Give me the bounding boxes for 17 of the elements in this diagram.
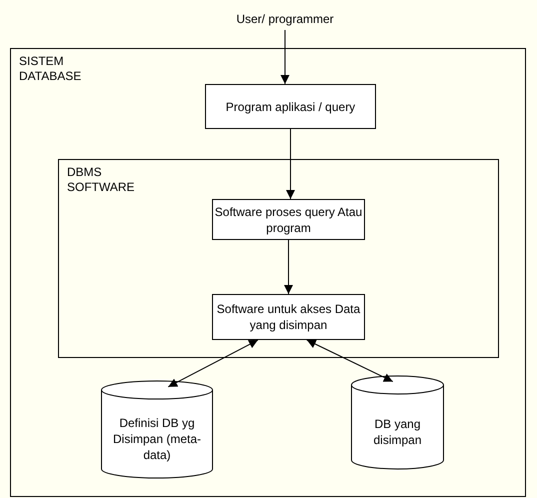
arrow xyxy=(306,340,394,382)
arrow xyxy=(286,128,295,200)
system-boundary-box xyxy=(10,48,526,497)
arrow xyxy=(168,340,258,388)
process-box xyxy=(212,294,365,340)
process-box xyxy=(205,84,376,129)
node-label: Definisi DB yg Disimpan (meta-data) xyxy=(112,414,202,462)
system-boundary-box xyxy=(58,159,499,358)
actor-label: User/ programmer xyxy=(220,8,350,30)
arrow xyxy=(284,240,293,294)
arrow xyxy=(280,30,290,84)
node-label: DB yang disimpan xyxy=(372,416,423,448)
group-heading: DBMS SOFTWARE xyxy=(67,165,136,195)
node-label: Software proses query Atau program xyxy=(214,204,364,236)
node-label: Software untuk akses Data yang disimpan xyxy=(216,301,362,333)
group-heading: SISTEM DATABASE xyxy=(19,54,82,84)
node-label: Program aplikasi / query xyxy=(226,98,356,114)
